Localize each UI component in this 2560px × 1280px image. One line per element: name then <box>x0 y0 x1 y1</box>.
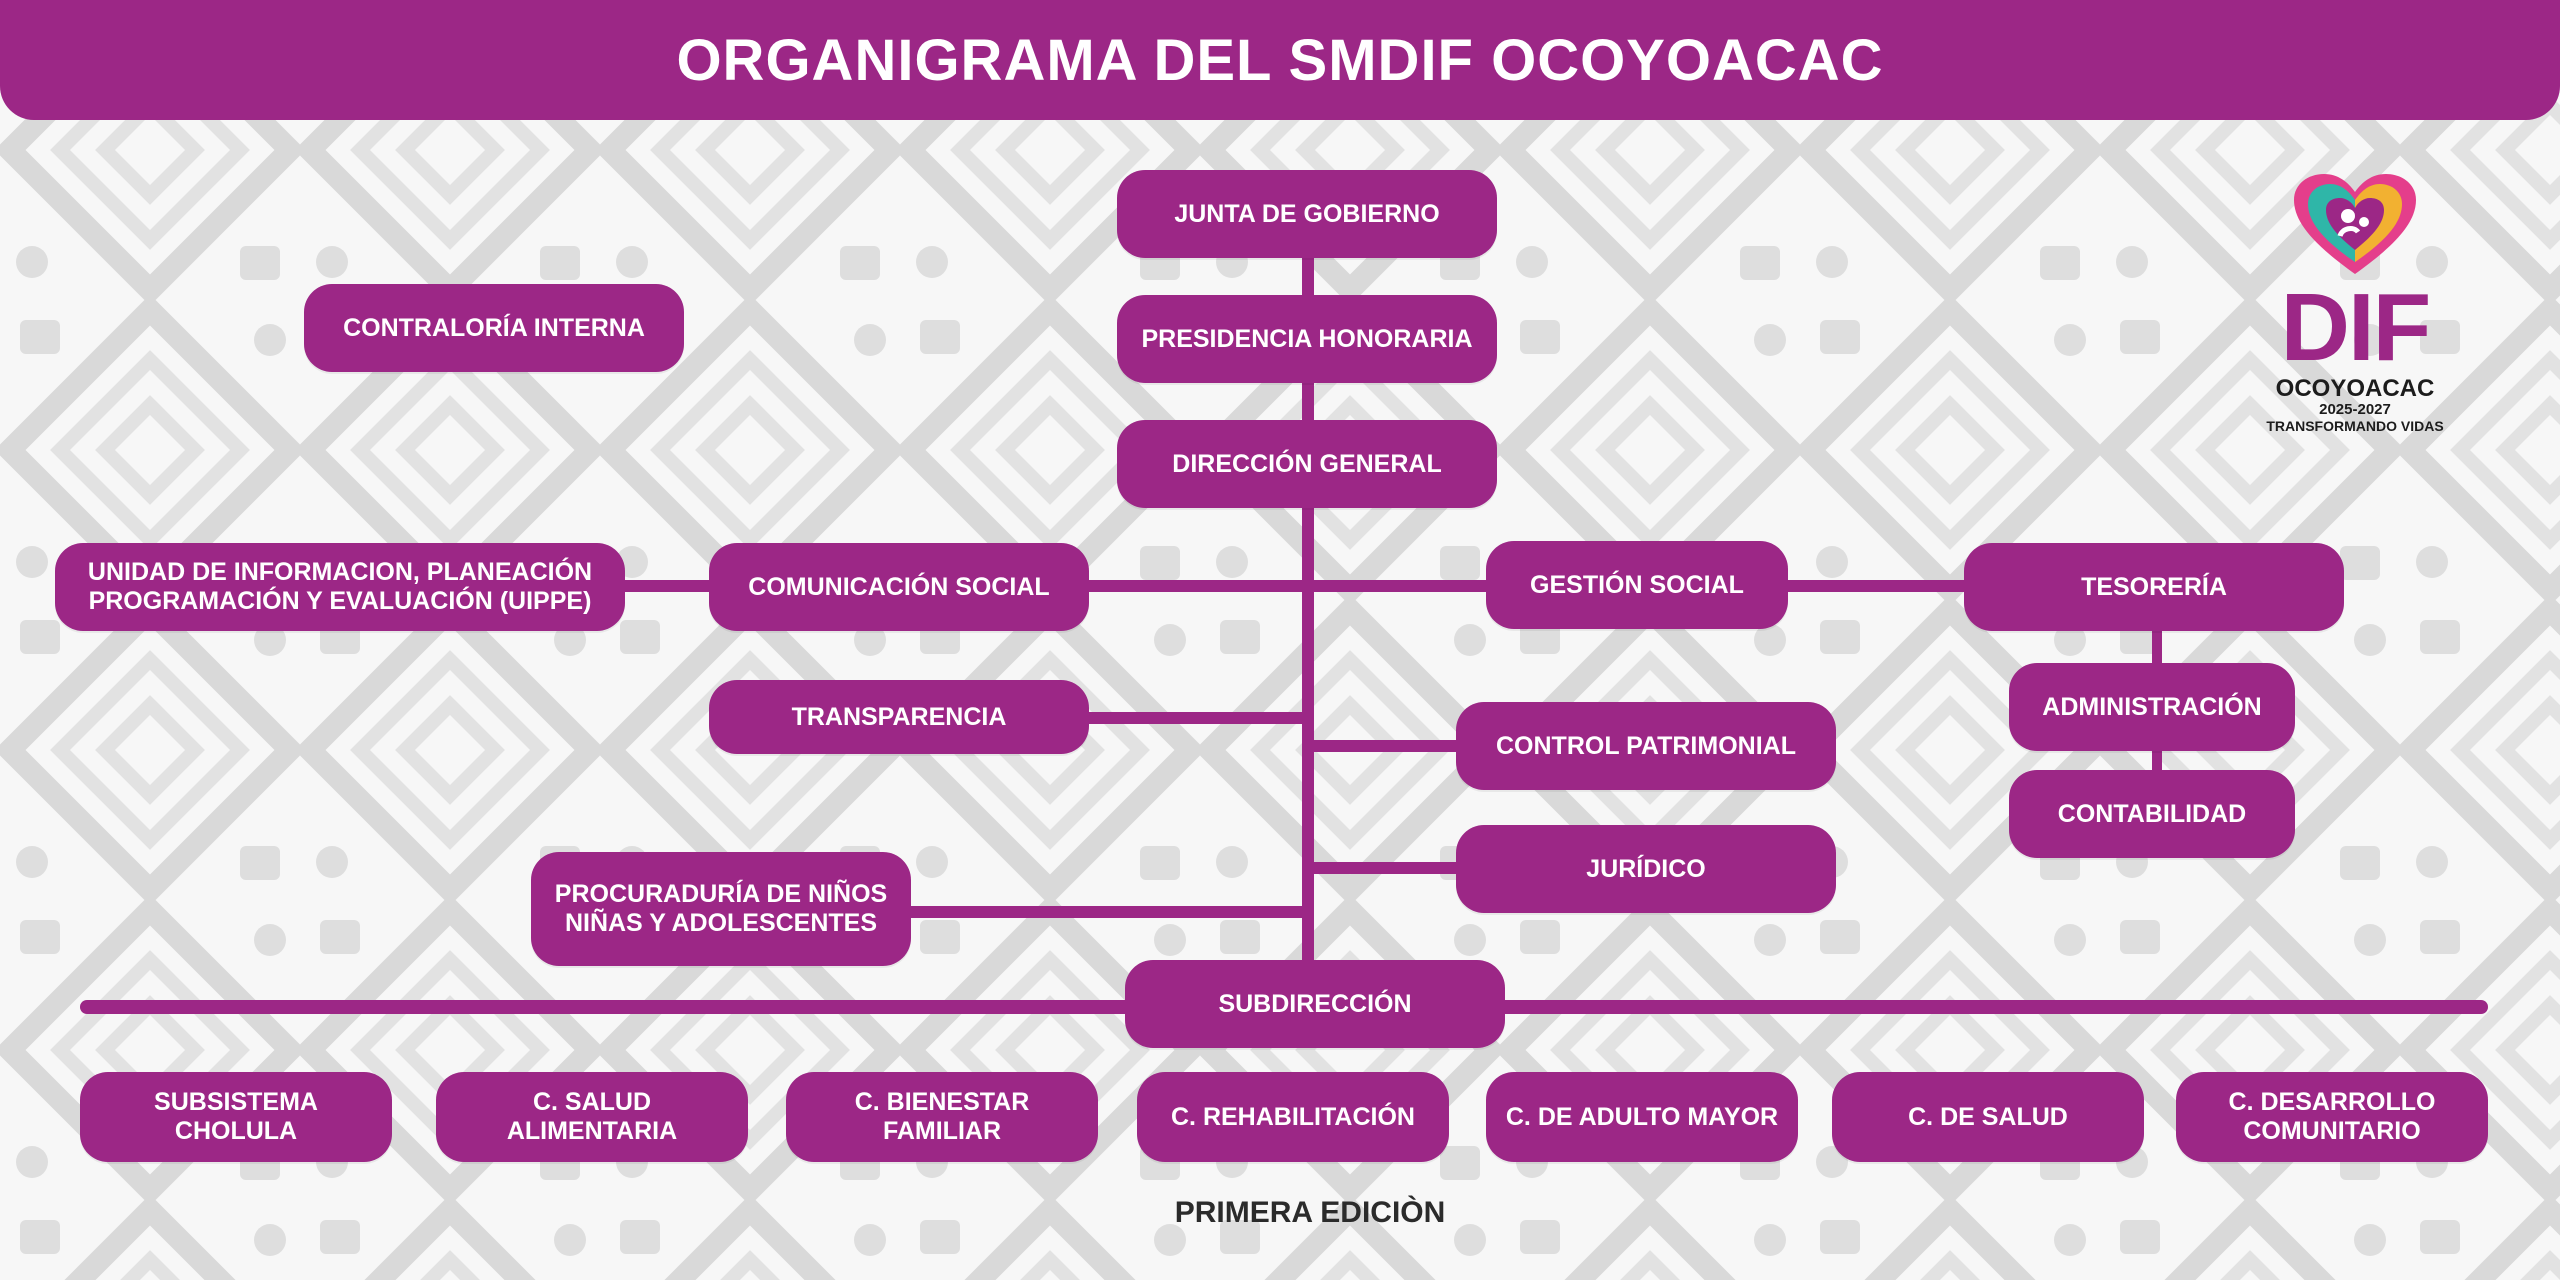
logo-period: 2025-2027 <box>2319 401 2391 419</box>
node-control-patrimonial[interactable]: CONTROL PATRIMONIAL <box>1456 702 1836 790</box>
unit-desarrollo-comunitario[interactable]: C. DESARROLLO COMUNITARIO <box>2176 1072 2488 1162</box>
node-presidencia-honoraria[interactable]: PRESIDENCIA HONORARIA <box>1117 295 1497 383</box>
unit-bienestar-familiar[interactable]: C. BIENESTAR FAMILIAR <box>786 1072 1098 1162</box>
edition-label: PRIMERA EDICIÒN <box>1174 1196 1446 1229</box>
node-tesoreria[interactable]: TESORERÍA <box>1964 543 2344 631</box>
connector-procuraduria <box>910 906 1308 918</box>
unit-adulto-mayor[interactable]: C. DE ADULTO MAYOR <box>1486 1072 1798 1162</box>
title-banner: ORGANIGRAMA DEL SMDIF OCOYOACAC <box>0 0 2560 120</box>
dif-logo: DIF OCOYOACAC 2025-2027 TRANSFORMANDO VI… <box>2250 170 2460 434</box>
unit-rehabilitacion[interactable]: C. REHABILITACIÓN <box>1137 1072 1449 1162</box>
connector-transparencia <box>1088 712 1308 724</box>
node-comunicacion-social[interactable]: COMUNICACIÓN SOCIAL <box>709 543 1089 631</box>
node-uippe[interactable]: UNIDAD DE INFORMACION, PLANEACIÓN PROGRA… <box>55 543 625 631</box>
node-contraloria-interna[interactable]: CONTRALORÍA INTERNA <box>304 284 684 372</box>
node-subdireccion[interactable]: SUBDIRECCIÓN <box>1125 960 1505 1048</box>
page-title: ORGANIGRAMA DEL SMDIF OCOYOACAC <box>676 27 1884 93</box>
heart-family-icon <box>2294 174 2416 274</box>
logo-municipality: OCOYOACAC <box>2275 375 2435 402</box>
node-transparencia[interactable]: TRANSPARENCIA <box>709 680 1089 754</box>
node-direccion-general[interactable]: DIRECCIÓN GENERAL <box>1117 420 1497 508</box>
unit-subsistema-cholula[interactable]: SUBSISTEMA CHOLULA <box>80 1072 392 1162</box>
connector-gestion-tesoreria <box>1786 580 1966 592</box>
node-procuraduria[interactable]: PROCURADURÍA DE NIÑOS NIÑAS Y ADOLESCENT… <box>531 852 911 966</box>
connector-control-patrimonial <box>1308 740 1458 752</box>
connector-juridico <box>1308 862 1458 874</box>
logo-slogan: TRANSFORMANDO VIDAS <box>2266 418 2444 435</box>
node-juridico[interactable]: JURÍDICO <box>1456 825 1836 913</box>
node-contabilidad[interactable]: CONTABILIDAD <box>2009 770 2295 858</box>
unit-salud[interactable]: C. DE SALUD <box>1832 1072 2144 1162</box>
connector-main-gestion <box>1308 580 1488 592</box>
logo-dif-text: DIF <box>2280 274 2432 381</box>
unit-salud-alimentaria[interactable]: C. SALUD ALIMENTARIA <box>436 1072 748 1162</box>
node-gestion-social[interactable]: GESTIÓN SOCIAL <box>1486 541 1788 629</box>
connector-uippe-comunicacion <box>620 580 710 592</box>
connector-comunicacion-main <box>1088 580 1308 592</box>
node-administracion[interactable]: ADMINISTRACIÓN <box>2009 663 2295 751</box>
node-junta-de-gobierno[interactable]: JUNTA DE GOBIERNO <box>1117 170 1497 258</box>
